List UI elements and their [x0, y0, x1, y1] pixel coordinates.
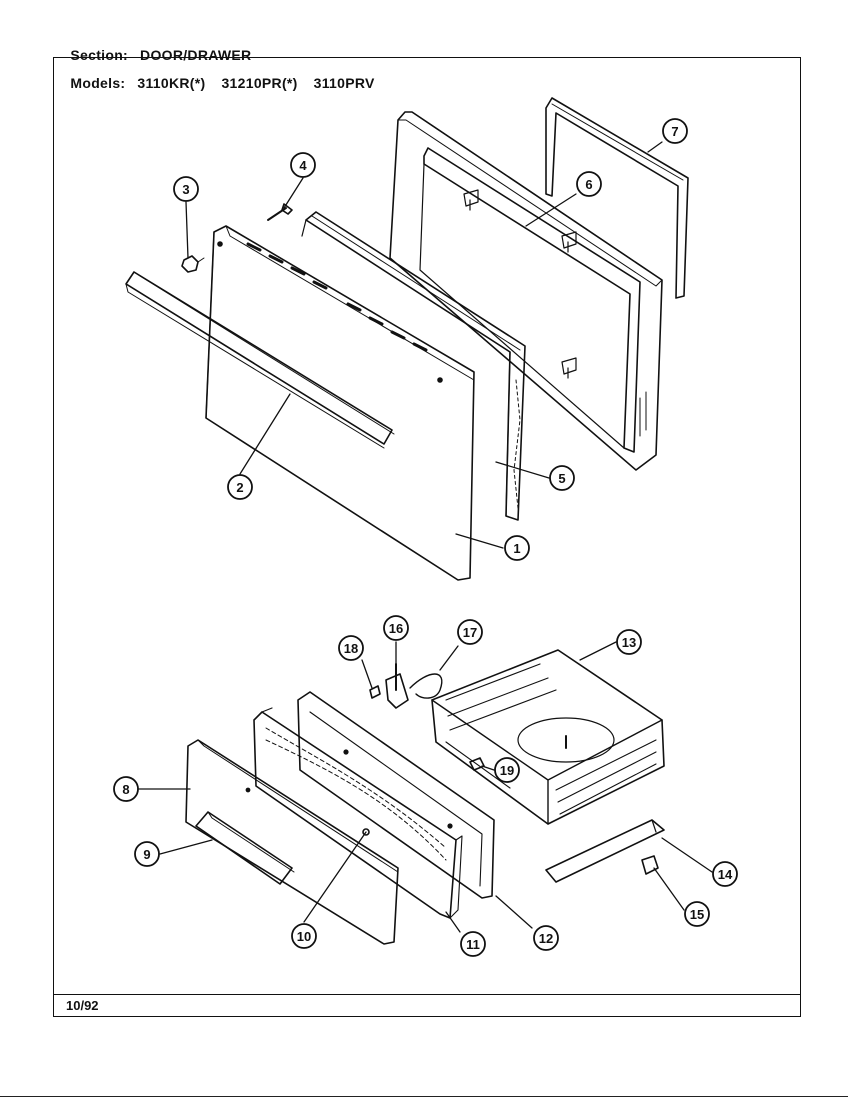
- callout-10: 10: [291, 923, 317, 949]
- outer-door-panel: [205, 225, 475, 581]
- callout-19: 19: [494, 757, 520, 783]
- callout-circle: [684, 901, 710, 927]
- diagram-frame: [53, 57, 801, 1017]
- callout-number: 4: [299, 158, 307, 173]
- callout-circle: [494, 757, 520, 783]
- screw-4: [267, 203, 293, 221]
- drawer-handle: [195, 811, 295, 885]
- models-label: Models:: [70, 75, 126, 91]
- callout-16: 16: [383, 615, 409, 641]
- callout-number: 10: [297, 929, 311, 944]
- callout-circle: [533, 925, 559, 951]
- model-1: 3110KR(*): [137, 75, 206, 91]
- callout-13: 13: [616, 629, 642, 655]
- door-insulation: [301, 211, 526, 521]
- callout-12: 12: [533, 925, 559, 951]
- callout-11: 11: [460, 931, 486, 957]
- model-2: 31210PR(*): [221, 75, 298, 91]
- callout-circle: [291, 923, 317, 949]
- rail-clip: [641, 855, 659, 875]
- screw-18: [369, 685, 381, 699]
- callout-number: 14: [718, 867, 733, 882]
- callout-circle: [576, 171, 602, 197]
- leader-lines: [138, 141, 713, 933]
- drawer-inner-panel: [297, 691, 495, 899]
- callout-number: 19: [500, 763, 514, 778]
- callout-18: 18: [338, 635, 364, 661]
- callout-9: 9: [134, 841, 160, 867]
- callout-circle: [383, 615, 409, 641]
- callout-circle: [504, 535, 530, 561]
- drawer-insulation: [253, 707, 463, 919]
- callout-5: 5: [549, 465, 575, 491]
- callout-circle: [457, 619, 483, 645]
- callout-2: 2: [227, 474, 253, 500]
- callout-6: 6: [576, 171, 602, 197]
- callout-number: 16: [389, 621, 403, 636]
- callout-15: 15: [684, 901, 710, 927]
- callout-circle: [173, 176, 199, 202]
- callout-circle: [290, 152, 316, 178]
- callout-number: 2: [236, 480, 243, 495]
- callout-number: 3: [182, 182, 189, 197]
- callout-circle: [549, 465, 575, 491]
- inner-door-panel: [389, 111, 663, 471]
- door-handle: [125, 271, 395, 449]
- callout-4: 4: [290, 152, 316, 178]
- section-label: Section:: [70, 47, 129, 63]
- callout-circle: [662, 118, 688, 144]
- drawer-rail: [545, 819, 665, 883]
- callout-number: 13: [622, 635, 636, 650]
- callout-number: 5: [558, 471, 565, 486]
- callout-number: 6: [585, 177, 592, 192]
- door-gasket: [545, 97, 689, 299]
- drawer-front-panel: [185, 739, 399, 945]
- nut-3: [181, 255, 205, 273]
- callout-circle: [712, 861, 738, 887]
- callout-8: 8: [113, 776, 139, 802]
- callout-number: 8: [122, 782, 129, 797]
- models-line: Models: 3110KR(*) 31210PR(*) 3110PRV: [62, 59, 391, 91]
- footer-date: 10/92: [66, 998, 99, 1013]
- callout-circle: [227, 474, 253, 500]
- bottom-rule: [0, 1096, 848, 1097]
- spring-clip-17: [409, 673, 443, 699]
- callout-number: 17: [463, 625, 477, 640]
- drawer-body: [431, 649, 665, 825]
- callout-circle: [338, 635, 364, 661]
- section-line: Section: DOOR/DRAWER: [62, 31, 251, 63]
- callout-number: 1: [513, 541, 520, 556]
- callout-circle: [113, 776, 139, 802]
- callout-number: 15: [690, 907, 704, 922]
- callout-1: 1: [504, 535, 530, 561]
- callout-circle: [460, 931, 486, 957]
- callout-number: 12: [539, 931, 553, 946]
- callout-circle: [616, 629, 642, 655]
- model-3: 3110PRV: [313, 75, 375, 91]
- callout-number: 9: [143, 847, 150, 862]
- callout-17: 17: [457, 619, 483, 645]
- section-value: DOOR/DRAWER: [140, 47, 252, 63]
- callout-3: 3: [173, 176, 199, 202]
- callout-number: 11: [466, 937, 480, 952]
- bracket-16: [385, 663, 409, 709]
- callout-7: 7: [662, 118, 688, 144]
- callout-number: 7: [671, 124, 678, 139]
- footer-rule: [53, 994, 801, 995]
- callout-number: 18: [344, 641, 358, 656]
- callout-circle: [134, 841, 160, 867]
- callout-14: 14: [712, 861, 738, 887]
